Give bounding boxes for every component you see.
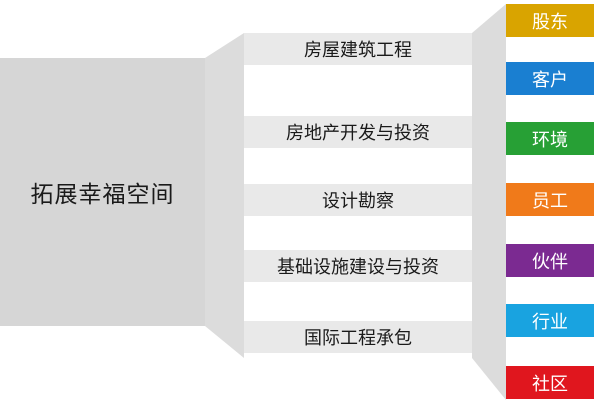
stakeholder-label: 员工 — [532, 190, 568, 212]
stakeholder-label: 行业 — [532, 311, 568, 333]
business-label: 设计勘察 — [322, 191, 394, 212]
stakeholder-label: 社区 — [532, 373, 568, 395]
business-node-international: 国际工程承包 — [244, 321, 472, 353]
business-node-real-estate: 房地产开发与投资 — [244, 116, 472, 148]
business-label: 房屋建筑工程 — [304, 40, 412, 61]
business-label: 国际工程承包 — [304, 328, 412, 349]
root-label: 拓展幸福空间 — [30, 182, 175, 208]
stakeholder-label: 伙伴 — [532, 251, 568, 273]
business-node-infrastructure: 基础设施建设与投资 — [244, 250, 472, 282]
stakeholder-environment: 环境 — [506, 122, 594, 155]
business-node-design-survey: 设计勘察 — [244, 184, 472, 216]
stakeholder-customers: 客户 — [506, 62, 594, 95]
business-to-stakeholder-connector — [472, 4, 506, 400]
business-label: 房地产开发与投资 — [286, 123, 430, 144]
stakeholder-employees: 员工 — [506, 183, 594, 216]
root-node: 拓展幸福空间 — [0, 58, 205, 326]
business-label: 基础设施建设与投资 — [277, 257, 439, 278]
stakeholder-label: 环境 — [532, 129, 568, 151]
stakeholder-community: 社区 — [506, 366, 594, 399]
stakeholder-partners: 伙伴 — [506, 244, 594, 277]
business-node-building: 房屋建筑工程 — [244, 33, 472, 65]
stakeholder-industry: 行业 — [506, 304, 594, 337]
stakeholder-label: 股东 — [532, 11, 568, 33]
stakeholder-shareholders: 股东 — [506, 4, 594, 37]
stakeholder-label: 客户 — [532, 69, 568, 91]
